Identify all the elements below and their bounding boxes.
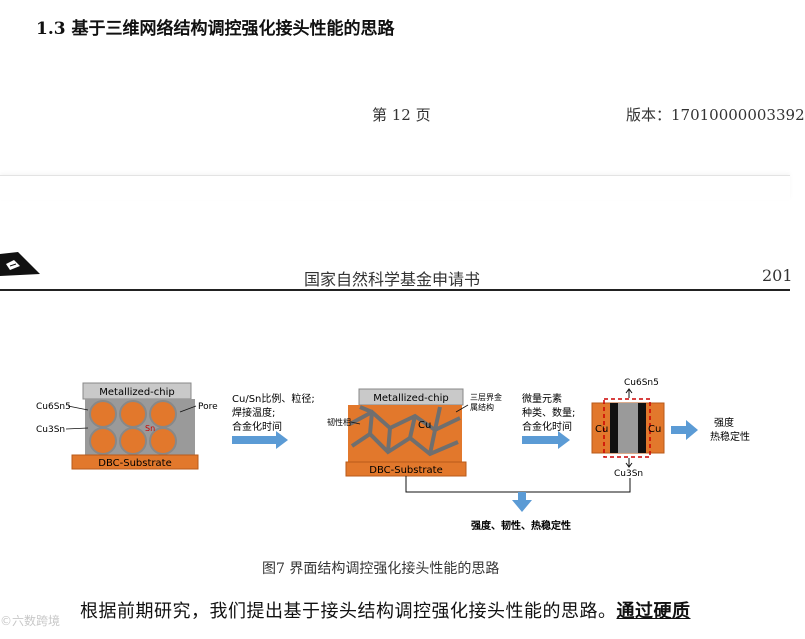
document-header-title: 国家自然科学基金申请书 <box>304 270 481 289</box>
arrow-1-group: Cu/Sn比例、粒径; 焊接温度; 合金化时间 <box>232 392 315 449</box>
label-tough-phase: 韧性相 <box>327 417 351 427</box>
label-cu-mid: Cu <box>418 420 431 431</box>
document-header-year: 201 <box>762 266 793 285</box>
left-substrate-rect <box>71 454 199 470</box>
label-three-layer-1: 三层界金 <box>470 392 502 402</box>
arrow1-line-1: Cu/Sn比例、粒径; <box>232 392 315 405</box>
arrow-3-icon <box>671 420 698 440</box>
label-pore: Pore <box>198 402 218 412</box>
right-bar-right <box>638 403 646 453</box>
body-text-emphasis: 通过硬质 <box>616 601 691 622</box>
arrow1-line-3: 合金化时间 <box>232 420 282 433</box>
arrow2-line-3: 合金化时间 <box>522 420 572 433</box>
mid-substrate-label: DBC-Substrate <box>369 465 442 476</box>
right-right-cu: Cu <box>648 424 661 435</box>
header-rule <box>0 289 790 291</box>
figure-7-diagram: Metallized-chip Sn DBC-Substrate Cu6Sn5 … <box>36 378 750 532</box>
right-bar-left <box>610 403 618 453</box>
section-heading: 1.3 基于三维网络结构调控强化接头性能的思路 <box>36 19 395 39</box>
right-top-label: Cu6Sn5 <box>624 378 659 388</box>
label-cu3sn: Cu3Sn <box>36 425 65 435</box>
version-label: 版本：17010000003392 <box>626 106 805 124</box>
watermark: ©六数跨境 <box>0 614 61 628</box>
figure-caption: 图7 界面结构调控强化接头性能的思路 <box>262 561 500 577</box>
arrow2-line-1: 微量元素 <box>522 392 562 405</box>
arrow2-line-2: 种类、数量; <box>522 406 575 419</box>
nsfc-logo-icon <box>0 252 40 276</box>
right-bar-center <box>618 403 638 453</box>
label-sn: Sn <box>145 424 155 433</box>
arrow-1-icon <box>232 431 288 449</box>
page-break <box>0 175 790 200</box>
arrow-2-group: 微量元素 种类、数量; 合金化时间 <box>522 392 575 449</box>
bottom-connector: 强度、韧性、热稳定性 <box>405 476 631 532</box>
arrow-4-icon <box>512 492 532 512</box>
arrow-2-icon <box>522 431 570 449</box>
arrow1-line-2: 焊接温度; <box>232 406 275 419</box>
left-chip-label: Metallized-chip <box>99 387 174 398</box>
left-particles <box>89 400 177 455</box>
left-substrate-label: DBC-Substrate <box>98 458 171 469</box>
right-bottom-label: Cu3Sn <box>614 469 643 479</box>
body-paragraph: 根据前期研究，我们提出基于接头结构调控强化接头性能的思路。通过硬质 <box>80 597 691 623</box>
label-cu6sn5: Cu6Sn5 <box>36 402 71 412</box>
right-result-line-1: 强度 <box>714 416 734 429</box>
mid-network <box>349 405 461 457</box>
middle-joint-structure: Metallized-chip Cu DBC-Substrate 韧性相 三层界… <box>327 388 502 477</box>
label-three-layer-2: 属结构 <box>470 402 494 412</box>
page-number: 第 12 页 <box>372 106 431 124</box>
body-text-prefix: 根据前期研究，我们提出基于接头结构调控强化接头性能的思路。 <box>80 601 617 622</box>
right-joint-structure: Cu6Sn5 Cu Cu Cu3Sn 强度 热稳定性 <box>591 378 750 479</box>
bottom-result: 强度、韧性、热稳定性 <box>471 519 571 532</box>
right-result-line-2: 热稳定性 <box>710 430 750 443</box>
right-left-cu: Cu <box>595 424 608 435</box>
mid-chip-label: Metallized-chip <box>373 393 448 404</box>
right-dashed-frame <box>603 398 651 458</box>
left-joint-structure: Metallized-chip Sn DBC-Substrate Cu6Sn5 … <box>36 382 218 470</box>
